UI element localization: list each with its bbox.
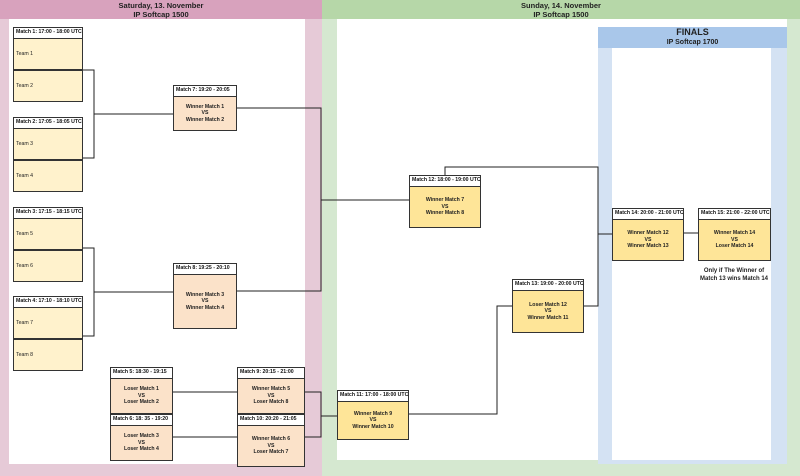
connector-m13-m14: [584, 234, 599, 307]
match-body: Loser Match 1 VS Loser Match 2: [110, 378, 173, 414]
match-title: Match 4: 17:10 - 18:10 UTC: [13, 296, 83, 307]
sunday-header: Sunday, 14. November IP Softcap 1500: [322, 0, 800, 19]
team-slot: Team 7: [13, 307, 83, 339]
match-title: Match 2: 17:05 - 18:05 UTC: [13, 117, 83, 128]
match-title: Match 3: 17:15 - 18:15 UTC: [13, 207, 83, 218]
match-10: Match 10: 20:20 - 21:05 Winner Match 6 V…: [237, 414, 305, 467]
match-title: Match 7: 19:20 - 20:05: [173, 85, 237, 96]
match-11: Match 11: 17:00 - 18:00 UTC Winner Match…: [337, 390, 409, 440]
match-title: Match 12: 18:00 - 19:00 UTC: [409, 175, 481, 186]
match-7: Match 7: 19:20 - 20:05 Winner Match 1 VS…: [173, 85, 237, 131]
match-body: Winner Match 7 VS Winner Match 8: [409, 186, 481, 228]
finals-title: FINALS: [676, 27, 709, 37]
saturday-title: Saturday, 13. November: [118, 1, 204, 10]
connector-m9-m10: [305, 391, 322, 438]
match-title: Match 9: 20:15 - 21:00: [237, 367, 305, 378]
match-9: Match 9: 20:15 - 21:00 Winner Match 5 VS…: [237, 367, 305, 414]
connector-m1-m2: [83, 69, 95, 159]
saturday-header: Saturday, 13. November IP Softcap 1500: [0, 0, 322, 19]
match-5: Match 5: 18:30 - 19:15 Loser Match 1 VS …: [110, 367, 173, 414]
match-title: Match 8: 19:25 - 20:10: [173, 263, 237, 274]
match-body: Winner Match 5 VS Loser Match 8: [237, 378, 305, 414]
match-title: Match 10: 20:20 - 21:05: [237, 414, 305, 425]
team-slot: Team 2: [13, 70, 83, 102]
team-slot: Team 5: [13, 218, 83, 250]
team-slot: Team 6: [13, 250, 83, 282]
team-slot: Team 4: [13, 160, 83, 192]
match-body: Winner Match 14 VS Loser Match 14: [698, 219, 771, 261]
connector-m3-m4: [83, 247, 95, 337]
match-body: Winner Match 3 VS Winner Match 4: [173, 274, 237, 329]
match-body: Winner Match 1 VS Winner Match 2: [173, 96, 237, 131]
match-15: Match 15: 21:00 - 22:00 UTC Winner Match…: [698, 208, 771, 261]
match-title: Match 15: 21:00 - 22:00 UTC: [698, 208, 771, 219]
finals-note: Only if The Winner of Match 13 wins Matc…: [699, 268, 769, 282]
finals-header: FINALS IP Softcap 1700: [598, 27, 787, 48]
match-title: Match 6: 18: 35 - 19:20: [110, 414, 173, 425]
match-12: Match 12: 18:00 - 19:00 UTC Winner Match…: [409, 175, 481, 228]
team-slot: Team 8: [13, 339, 83, 371]
match-14: Match 14: 20:00 - 21:00 UTC Winner Match…: [612, 208, 684, 261]
team-slot: Team 1: [13, 38, 83, 70]
sunday-title: Sunday, 14. November: [521, 1, 601, 10]
match-3: Match 3: 17:15 - 18:15 UTC Team 5 Team 6: [13, 207, 83, 282]
match-title: Match 13: 19:00 - 20:00 UTC: [512, 279, 584, 290]
match-title: Match 1: 17:00 - 18:00 UTC: [13, 27, 83, 38]
match-title: Match 14: 20:00 - 21:00 UTC: [612, 208, 684, 219]
match-8: Match 8: 19:25 - 20:10 Winner Match 3 VS…: [173, 263, 237, 329]
match-body: Winner Match 9 VS Winner Match 10: [337, 401, 409, 440]
match-1: Match 1: 17:00 - 18:00 UTC Team 1 Team 2: [13, 27, 83, 102]
connector-m7-m8: [237, 107, 322, 292]
match-4: Match 4: 17:10 - 18:10 UTC Team 7 Team 8: [13, 296, 83, 371]
match-title: Match 11: 17:00 - 18:00 UTC: [337, 390, 409, 401]
match-13: Match 13: 19:00 - 20:00 UTC Loser Match …: [512, 279, 584, 333]
match-2: Match 2: 17:05 - 18:05 UTC Team 3 Team 4: [13, 117, 83, 192]
match-body: Loser Match 12 VS Winner Match 11: [512, 290, 584, 333]
finals-subtitle: IP Softcap 1700: [666, 39, 719, 46]
team-slot: Team 3: [13, 128, 83, 160]
match-6: Match 6: 18: 35 - 19:20 Loser Match 3 VS…: [110, 414, 173, 461]
sunday-subtitle: IP Softcap 1500: [533, 10, 589, 19]
match-body: Loser Match 3 VS Loser Match 4: [110, 425, 173, 461]
connector-m12-m14: [444, 166, 612, 235]
match-body: Winner Match 6 VS Loser Match 7: [237, 425, 305, 467]
connector-m11-m13: [409, 305, 512, 415]
match-title: Match 5: 18:30 - 19:15: [110, 367, 173, 378]
saturday-subtitle: IP Softcap 1500: [133, 10, 189, 19]
match-body: Winner Match 12 VS Winner Match 13: [612, 219, 684, 261]
